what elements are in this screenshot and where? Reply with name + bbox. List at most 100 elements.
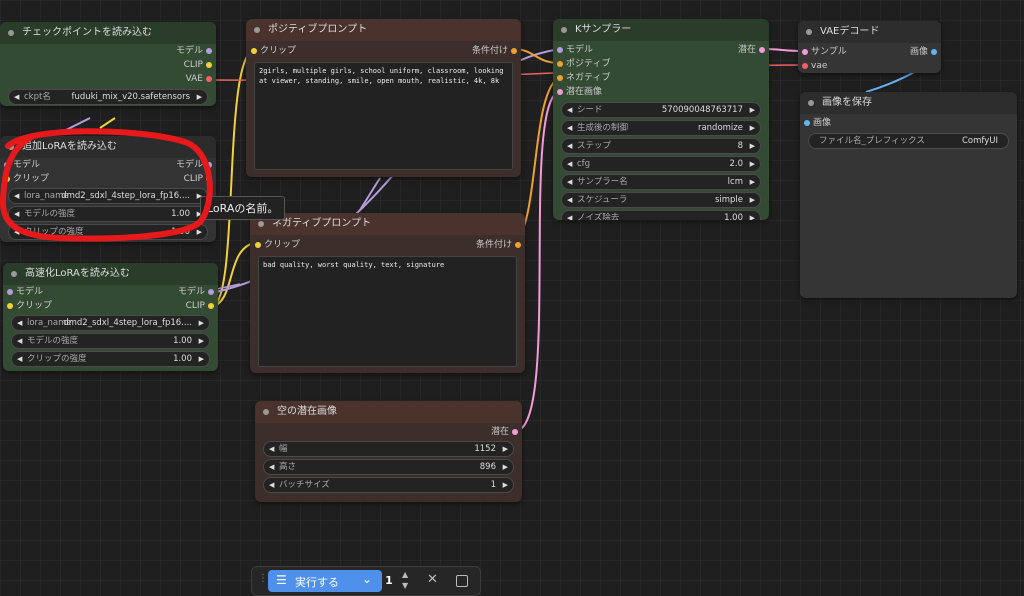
- decrement-arrow-icon[interactable]: ◀: [14, 210, 20, 218]
- decrement-arrow-icon[interactable]: ◀: [14, 228, 20, 236]
- decrement-arrow-icon[interactable]: ◀: [567, 160, 573, 168]
- model-row: モデルモデル: [0, 158, 216, 172]
- decrement-arrow-icon[interactable]: ◀: [567, 124, 573, 132]
- input-model-socket[interactable]: [557, 47, 563, 53]
- batch-count-input[interactable]: 1: [385, 574, 393, 587]
- input-latent-socket[interactable]: [557, 89, 563, 95]
- output-clip-socket[interactable]: [206, 62, 212, 68]
- decrement-arrow-icon[interactable]: ◀: [14, 93, 20, 101]
- decrement-arrow-icon[interactable]: ◀: [567, 214, 573, 220]
- output-model-socket[interactable]: [206, 162, 212, 168]
- increment-arrow-icon[interactable]: ▶: [198, 319, 204, 327]
- decrement-arrow-icon[interactable]: ◀: [269, 463, 275, 471]
- increment-arrow-icon[interactable]: ▶: [198, 337, 204, 345]
- output-latent-socket[interactable]: [512, 429, 518, 435]
- input-clip-socket[interactable]: [251, 48, 257, 54]
- input-model-socket[interactable]: [7, 289, 13, 295]
- grip-icon[interactable]: ⋮⋮: [258, 573, 276, 584]
- input-images-socket[interactable]: [804, 120, 810, 126]
- increment-arrow-icon[interactable]: ▶: [196, 93, 202, 101]
- decrement-arrow-icon[interactable]: ◀: [567, 106, 573, 114]
- strength-model-number[interactable]: ◀ モデルの強度 1.00 ▶: [11, 333, 210, 349]
- decrement-arrow-icon[interactable]: ◀: [17, 355, 23, 363]
- strength-model-number[interactable]: ◀ モデルの強度 1.00 ▶: [8, 206, 208, 222]
- vae-decode-node[interactable]: VAEデコード サンプル画像 vae: [798, 21, 941, 73]
- increment-arrow-icon[interactable]: ▶: [502, 445, 508, 453]
- output-conditioning-socket[interactable]: [515, 242, 521, 248]
- lora-name-combo[interactable]: ◀ lora_name dmd2_sdxl_4step_lora_fp16...…: [8, 188, 208, 204]
- negative-prompt-node[interactable]: ネガティブプロンプト クリップ条件付け bad quality, worst q…: [250, 213, 525, 373]
- ckpt-name-combo[interactable]: ◀ ckpt名 fuduki_mix_v20.safetensors ▶: [8, 89, 208, 105]
- input-clip-socket[interactable]: [7, 303, 13, 309]
- wire-clip-negative: [211, 242, 255, 308]
- run-button[interactable]: ☰ 実行する ⌄: [268, 570, 382, 592]
- output-clip-socket[interactable]: [208, 303, 214, 309]
- strength-clip-number[interactable]: ◀ クリップの強度 1.00 ▶: [8, 224, 208, 240]
- wire-model-extra: [59, 117, 91, 134]
- output-image-socket[interactable]: [931, 49, 937, 55]
- chevron-up-icon[interactable]: ▲: [402, 570, 409, 579]
- vae-row: vae: [798, 59, 941, 73]
- lora-name-combo[interactable]: ◀ lora_name dmd2_sdxl_4step_lora_fp16...…: [11, 315, 210, 331]
- decrement-arrow-icon[interactable]: ◀: [17, 319, 23, 327]
- decrement-arrow-icon[interactable]: ◀: [567, 178, 573, 186]
- decrement-arrow-icon[interactable]: ◀: [269, 445, 275, 453]
- strength-clip-number[interactable]: ◀ クリップの強度 1.00 ▶: [11, 351, 210, 367]
- chevron-down-small-icon[interactable]: ▼: [402, 581, 409, 590]
- increment-arrow-icon[interactable]: ▶: [502, 481, 508, 489]
- chevron-down-icon[interactable]: ⌄: [362, 572, 373, 586]
- close-icon[interactable]: ✕: [427, 572, 438, 587]
- decrement-arrow-icon[interactable]: ◀: [269, 481, 275, 489]
- input-negative-socket[interactable]: [557, 75, 563, 81]
- increment-arrow-icon[interactable]: ▶: [749, 178, 755, 186]
- input-model-socket[interactable]: [4, 162, 10, 168]
- output-vae-socket[interactable]: [206, 76, 212, 82]
- output-model-socket[interactable]: [208, 289, 214, 295]
- decrement-arrow-icon[interactable]: ◀: [14, 192, 20, 200]
- increment-arrow-icon[interactable]: ▶: [502, 463, 508, 471]
- output-clip-socket[interactable]: [206, 176, 212, 182]
- output-model-socket[interactable]: [206, 48, 212, 54]
- decrement-arrow-icon[interactable]: ◀: [17, 337, 23, 345]
- increment-arrow-icon[interactable]: ▶: [749, 106, 755, 114]
- decrement-arrow-icon[interactable]: ◀: [567, 196, 573, 204]
- output-latent-socket[interactable]: [759, 47, 765, 53]
- input-clip-socket[interactable]: [4, 176, 10, 182]
- square-icon[interactable]: [456, 575, 468, 587]
- input-samples-socket[interactable]: [802, 49, 808, 55]
- positive-prompt-node[interactable]: ポジティブプロンプト クリップ条件付け 2girls, multiple gir…: [246, 19, 521, 177]
- input-clip-socket[interactable]: [255, 242, 261, 248]
- increment-arrow-icon[interactable]: ▶: [749, 214, 755, 220]
- increment-arrow-icon[interactable]: ▶: [749, 124, 755, 132]
- checkpoint-loader-node[interactable]: チェックポイントを読み込む モデル CLIP VAE ◀ ckpt名 fuduk…: [0, 22, 216, 106]
- decrement-arrow-icon[interactable]: ◀: [567, 142, 573, 150]
- increment-arrow-icon[interactable]: ▶: [196, 228, 202, 236]
- increment-arrow-icon[interactable]: ▶: [749, 160, 755, 168]
- output-conditioning-socket[interactable]: [511, 48, 517, 54]
- increment-arrow-icon[interactable]: ▶: [749, 196, 755, 204]
- filename-prefix-input[interactable]: ファイル名_プレフィックス ComfyUI: [808, 133, 1009, 149]
- increment-arrow-icon[interactable]: ▶: [198, 355, 204, 363]
- output-clip-row: CLIP: [0, 58, 216, 72]
- positive-prompt-textarea[interactable]: 2girls, multiple girls, school uniform, …: [254, 62, 513, 170]
- increment-arrow-icon[interactable]: ▶: [749, 142, 755, 150]
- negative-prompt-textarea[interactable]: bad quality, worst quality, text, signat…: [258, 256, 517, 367]
- save-image-node[interactable]: 画像を保存 画像 ファイル名_プレフィックス ComfyUI: [800, 92, 1017, 298]
- input-vae-socket[interactable]: [802, 63, 808, 69]
- input-positive-socket[interactable]: [557, 61, 563, 67]
